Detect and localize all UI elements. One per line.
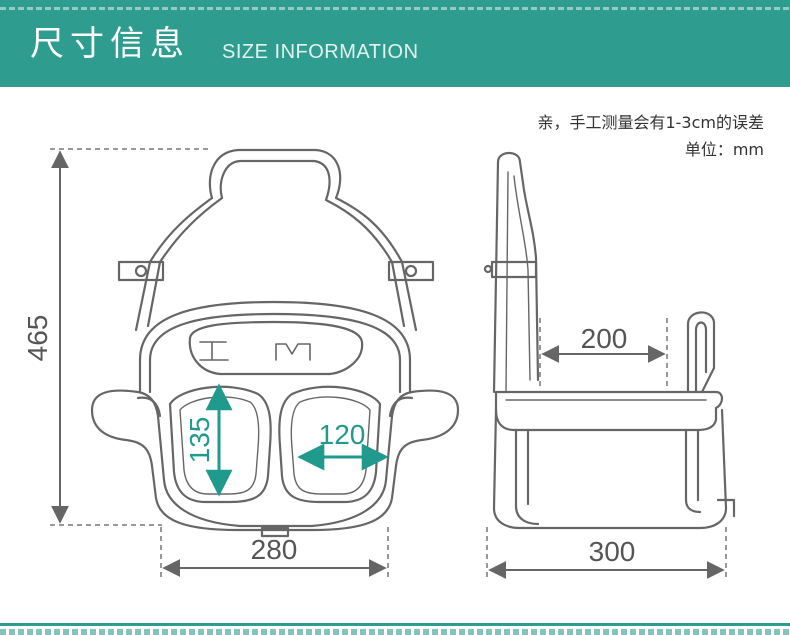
total-depth-value: 300 (589, 536, 636, 567)
height-value: 465 (22, 315, 53, 362)
side-view-seat-icon (483, 151, 736, 530)
seat-width-value: 280 (251, 534, 298, 565)
inner-height-value: 135 (184, 417, 215, 464)
inner-width-value: 120 (319, 419, 366, 450)
unit-note: 单位：mm (684, 140, 764, 159)
footer-stripe (0, 629, 790, 635)
front-view-seat-icon (90, 148, 460, 538)
upper-depth-value: 200 (581, 323, 628, 354)
section-title-cn: 尺寸信息 (30, 24, 190, 64)
footer-rule (0, 623, 790, 626)
seat-width-dimension-line (160, 527, 389, 577)
header-banner: 尺寸信息 SIZE INFORMATION (0, 0, 790, 87)
measurement-error-note: 亲，手工测量会有1-3cm的误差 (537, 113, 764, 132)
height-dimension-line (50, 148, 212, 526)
upper-depth-dimension-line (539, 318, 668, 390)
section-title-en: SIZE INFORMATION (222, 41, 419, 63)
total-depth-dimension-line (486, 527, 727, 579)
header-stripe (0, 7, 790, 10)
